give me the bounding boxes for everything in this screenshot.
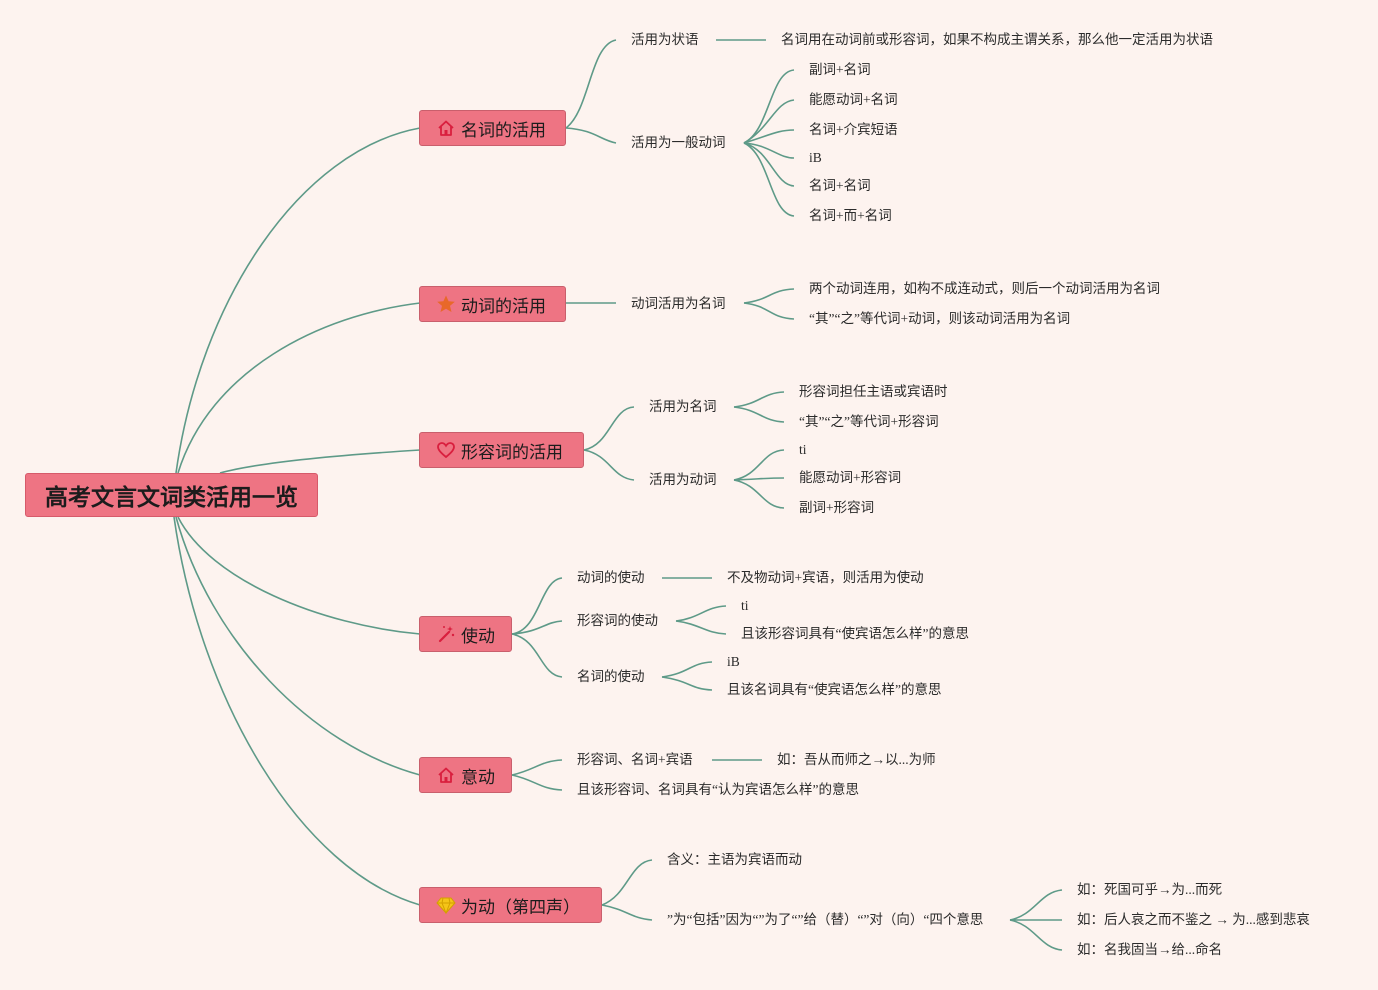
- node-causative-verb-rule[interactable]: 不及物动词+宾语，则活用为使动: [727, 570, 924, 585]
- link-root-noun: [175, 127, 421, 474]
- node-causative-adj[interactable]: 形容词的使动: [577, 613, 658, 628]
- main-node-label: 使动: [461, 626, 495, 647]
- magic-wand-icon: [436, 624, 456, 644]
- main-node-noun[interactable]: 名词的活用: [419, 110, 566, 146]
- link-root-adj: [219, 449, 421, 474]
- node-noun-verb[interactable]: 活用为一般动词: [631, 135, 726, 150]
- main-node-label: 动词的活用: [461, 296, 546, 317]
- node-adj-noun-rule[interactable]: “其”“之”等代词+形容词: [799, 414, 939, 429]
- node-weidong-example[interactable]: 如：名我固当→给...命名: [1077, 942, 1223, 957]
- star-icon: [436, 294, 456, 314]
- link-root-verb: [177, 302, 421, 474]
- main-node-verb[interactable]: 动词的活用: [419, 286, 566, 322]
- main-node-label: 为动（第四声）: [461, 897, 580, 918]
- link-root-putative: [175, 516, 421, 776]
- node-noun-adverbial[interactable]: 活用为状语: [631, 32, 699, 47]
- main-node-label: 名词的活用: [461, 120, 546, 141]
- node-putative-meaning[interactable]: 且该形容词、名词具有“认为宾语怎么样”的意思: [577, 782, 859, 797]
- main-node-causative[interactable]: 使动: [419, 616, 512, 652]
- main-node-label: 形容词的活用: [461, 442, 563, 463]
- root-node[interactable]: 高考文言文词类活用一览: [25, 473, 318, 517]
- node-noun-verb-pattern[interactable]: 名词+介宾短语: [809, 122, 898, 137]
- node-noun-verb-pattern[interactable]: 副词+名词: [809, 62, 871, 77]
- node-putative-example[interactable]: 如：吾从而师之→以...为师: [777, 752, 936, 767]
- main-node-weidong[interactable]: 为动（第四声）: [419, 887, 602, 923]
- link-root-weidong: [173, 516, 421, 906]
- node-adj-as-noun[interactable]: 活用为名词: [649, 399, 717, 414]
- node-adj-verb-rule[interactable]: 能愿动词+形容词: [799, 470, 902, 485]
- node-verb-rule[interactable]: 两个动词连用，如构不成连动式，则后一个动词活用为名词: [809, 281, 1160, 296]
- main-node-label: 意动: [461, 767, 495, 788]
- house-icon: [436, 765, 456, 785]
- main-node-putative[interactable]: 意动: [419, 757, 512, 793]
- node-noun-verb-pattern[interactable]: iB: [809, 150, 822, 165]
- heart-icon: [436, 440, 456, 460]
- node-causative-noun-rule[interactable]: iB: [727, 654, 740, 669]
- node-causative-adj-rule[interactable]: 且该形容词具有“使宾语怎么样”的意思: [741, 626, 969, 641]
- house-icon: [436, 118, 456, 138]
- link-root-causative: [177, 516, 421, 635]
- node-adj-noun-rule[interactable]: 形容词担任主语或宾语时: [799, 384, 948, 399]
- node-verb-as-noun[interactable]: 动词活用为名词: [631, 296, 726, 311]
- node-weidong-senses[interactable]: ”为“包括”因为“”为了“”给（替）“”对（向）“四个意思: [667, 912, 984, 927]
- node-adj-verb-rule[interactable]: ti: [799, 442, 807, 457]
- node-causative-verb[interactable]: 动词的使动: [577, 570, 645, 585]
- node-weidong-example[interactable]: 如：死国可乎→为...而死: [1077, 882, 1223, 897]
- node-putative-pattern[interactable]: 形容词、名词+宾语: [577, 752, 693, 767]
- node-verb-rule[interactable]: “其”“之”等代词+动词，则该动词活用为名词: [809, 311, 1071, 326]
- node-noun-verb-pattern[interactable]: 名词+名词: [809, 178, 871, 193]
- node-noun-verb-pattern[interactable]: 名词+而+名词: [809, 208, 892, 223]
- node-noun-verb-pattern[interactable]: 能愿动词+名词: [809, 92, 898, 107]
- node-weidong-meaning[interactable]: 含义：主语为宾语而动: [667, 852, 802, 867]
- node-causative-noun-rule[interactable]: 且该名词具有“使宾语怎么样”的意思: [727, 682, 942, 697]
- node-weidong-example[interactable]: 如：后人哀之而不鉴之 → 为...感到悲哀: [1077, 912, 1310, 927]
- diamond-icon: [436, 895, 456, 915]
- node-adj-as-verb[interactable]: 活用为动词: [649, 472, 717, 487]
- node-noun-adverbial-rule[interactable]: 名词用在动词前或形容词，如果不构成主谓关系，那么他一定活用为状语: [781, 32, 1213, 47]
- node-adj-verb-rule[interactable]: 副词+形容词: [799, 500, 875, 515]
- node-causative-adj-rule[interactable]: ti: [741, 598, 749, 613]
- main-node-adjective[interactable]: 形容词的活用: [419, 432, 584, 468]
- node-causative-noun[interactable]: 名词的使动: [577, 669, 645, 684]
